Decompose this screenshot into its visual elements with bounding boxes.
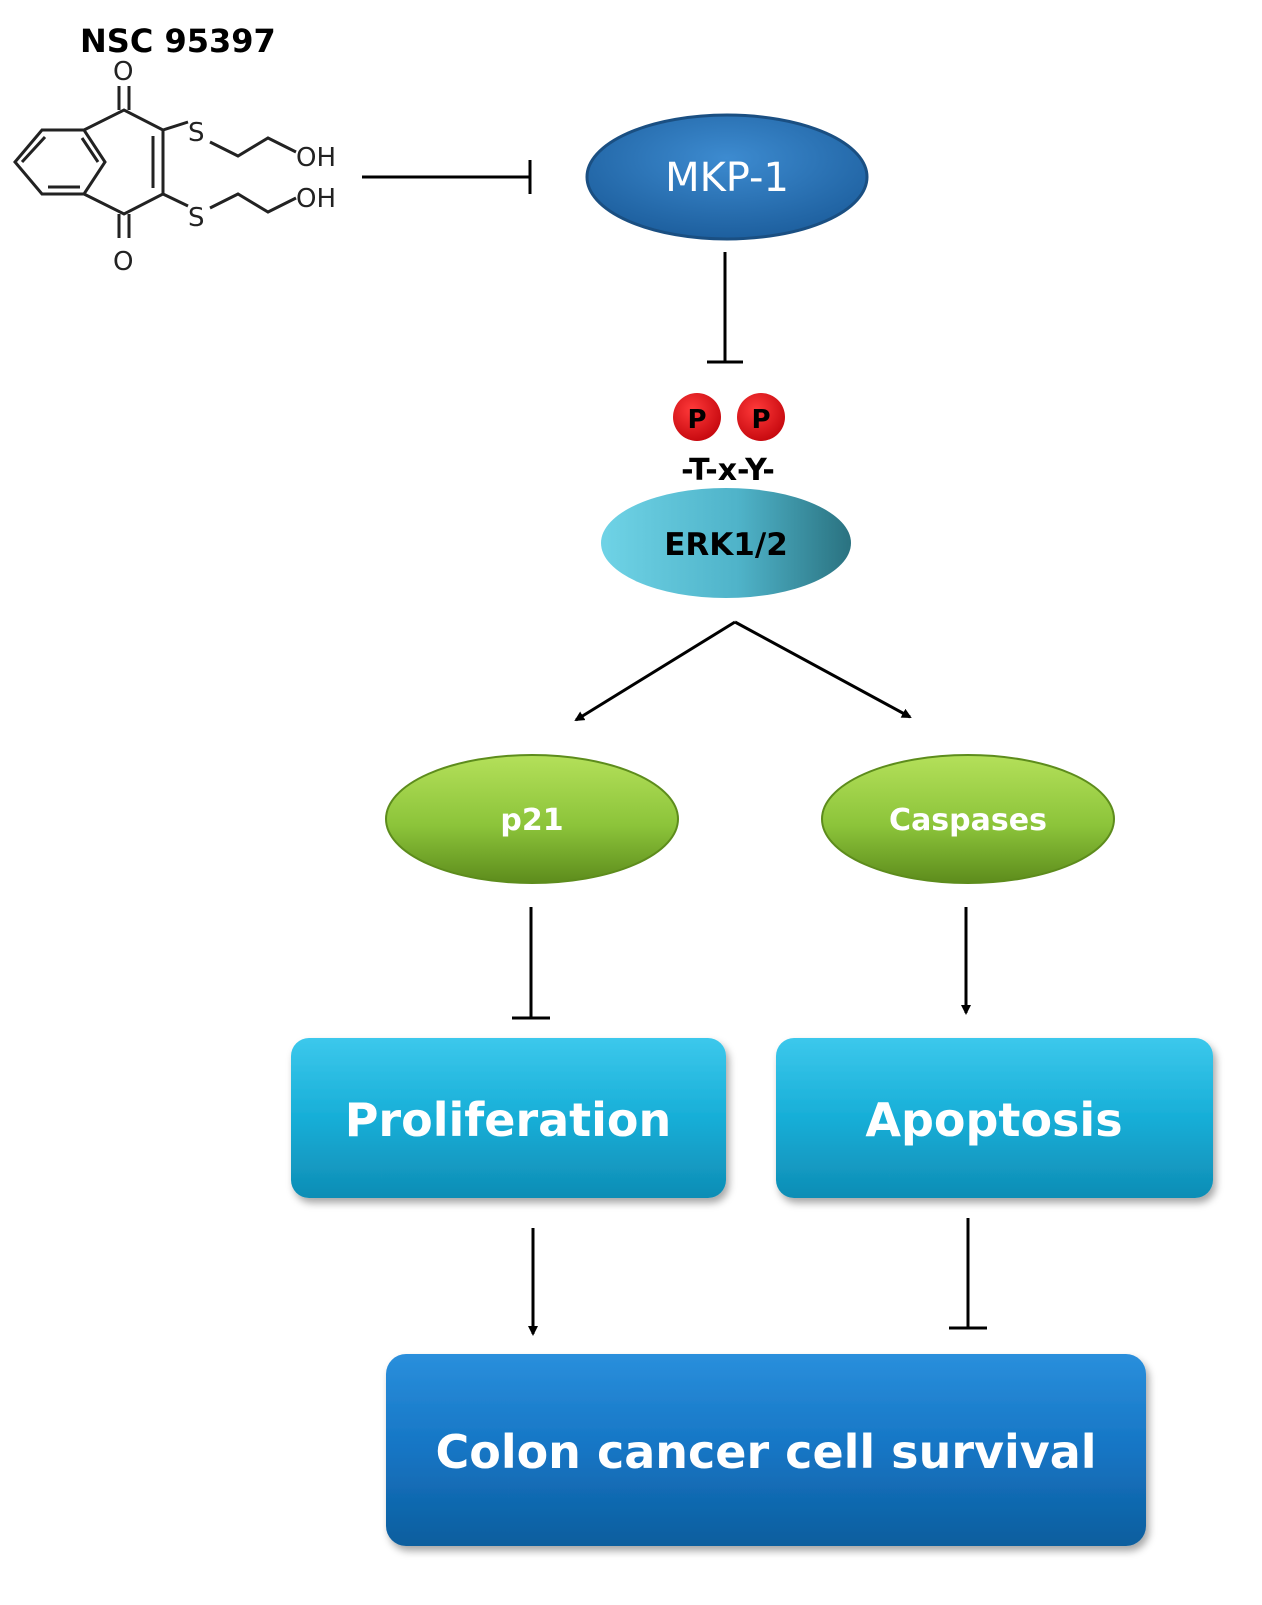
benzene-inner-bond-3 [80,137,100,163]
edge-erk-to-p21 [574,620,736,722]
survival-label: Colon cancer cell survival [435,1425,1096,1479]
s-bond-bottom [162,192,189,208]
compound-name: NSC 95397 [80,22,276,60]
phospho-1-label: P [687,405,706,435]
atom-o-top: O [113,57,133,87]
node-proliferation: Proliferation [291,1038,726,1198]
atom-oh-bottom: OH [296,184,336,214]
atom-o-bottom: O [113,247,133,277]
edge-erk-to-caspases [734,620,912,719]
proliferation-label: Proliferation [345,1093,672,1147]
benzene-inner-bond-1 [20,135,47,164]
p21-label: p21 [500,803,563,838]
erk-label: ERK1/2 [664,527,788,563]
chain-bottom [209,192,297,214]
phospho-group-2: P [737,393,785,441]
atom-s-bottom: S [188,203,205,233]
benzene-ring [13,128,107,196]
atom-s-top: S [188,118,205,148]
node-erk: ERK1/2 [601,488,851,598]
caspases-label: Caspases [889,803,1047,838]
quinone-ring [83,108,165,216]
node-apoptosis: Apoptosis [776,1038,1213,1198]
mkp1-label: MKP-1 [665,155,789,201]
chain-top [209,136,297,158]
phospho-2-label: P [751,405,770,435]
node-mkp1: MKP-1 [585,113,869,241]
phospho-group-1: P [673,393,721,441]
motif-label: -T-x-Y- [681,453,775,488]
s-bond-top [162,120,189,132]
apoptosis-label: Apoptosis [865,1093,1122,1147]
atom-oh-top: OH [296,143,336,173]
compound-structure [13,86,297,238]
node-p21: p21 [385,754,679,884]
node-caspases: Caspases [821,754,1115,884]
node-survival: Colon cancer cell survival [386,1354,1146,1546]
